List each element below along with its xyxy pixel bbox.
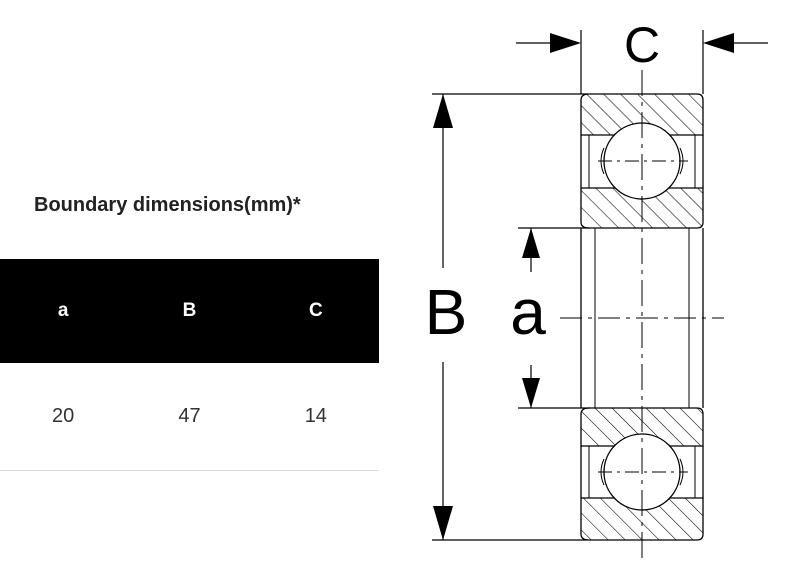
table-row: 20 47 14	[0, 363, 379, 471]
label-b: B	[425, 276, 468, 348]
cell-a-value: 20	[52, 405, 75, 427]
arrow-down-icon	[522, 378, 540, 408]
header-cell-b: B	[182, 300, 197, 321]
header-cell-c: C	[308, 300, 323, 321]
cell-c-value: 14	[304, 405, 327, 427]
arrow-up-icon	[522, 228, 540, 258]
arrow-down-icon	[433, 506, 453, 540]
arrow-right-icon	[550, 33, 581, 53]
label-a: a	[510, 276, 546, 348]
arrow-left-icon	[703, 33, 734, 53]
header-cell-a: a	[57, 300, 69, 321]
dimension-c	[516, 30, 768, 94]
dimensions-title: Boundary dimensions(mm)*	[34, 194, 301, 216]
dimension-a	[518, 227, 590, 409]
table-header: a B C	[0, 259, 379, 363]
cell-b-value: 47	[178, 405, 201, 427]
arrow-up-icon	[433, 94, 453, 128]
label-c: C	[624, 17, 660, 73]
dimension-b	[432, 93, 588, 541]
bearing-bore	[560, 228, 724, 408]
dimensions-table: a B C 20 47 14	[0, 259, 379, 471]
